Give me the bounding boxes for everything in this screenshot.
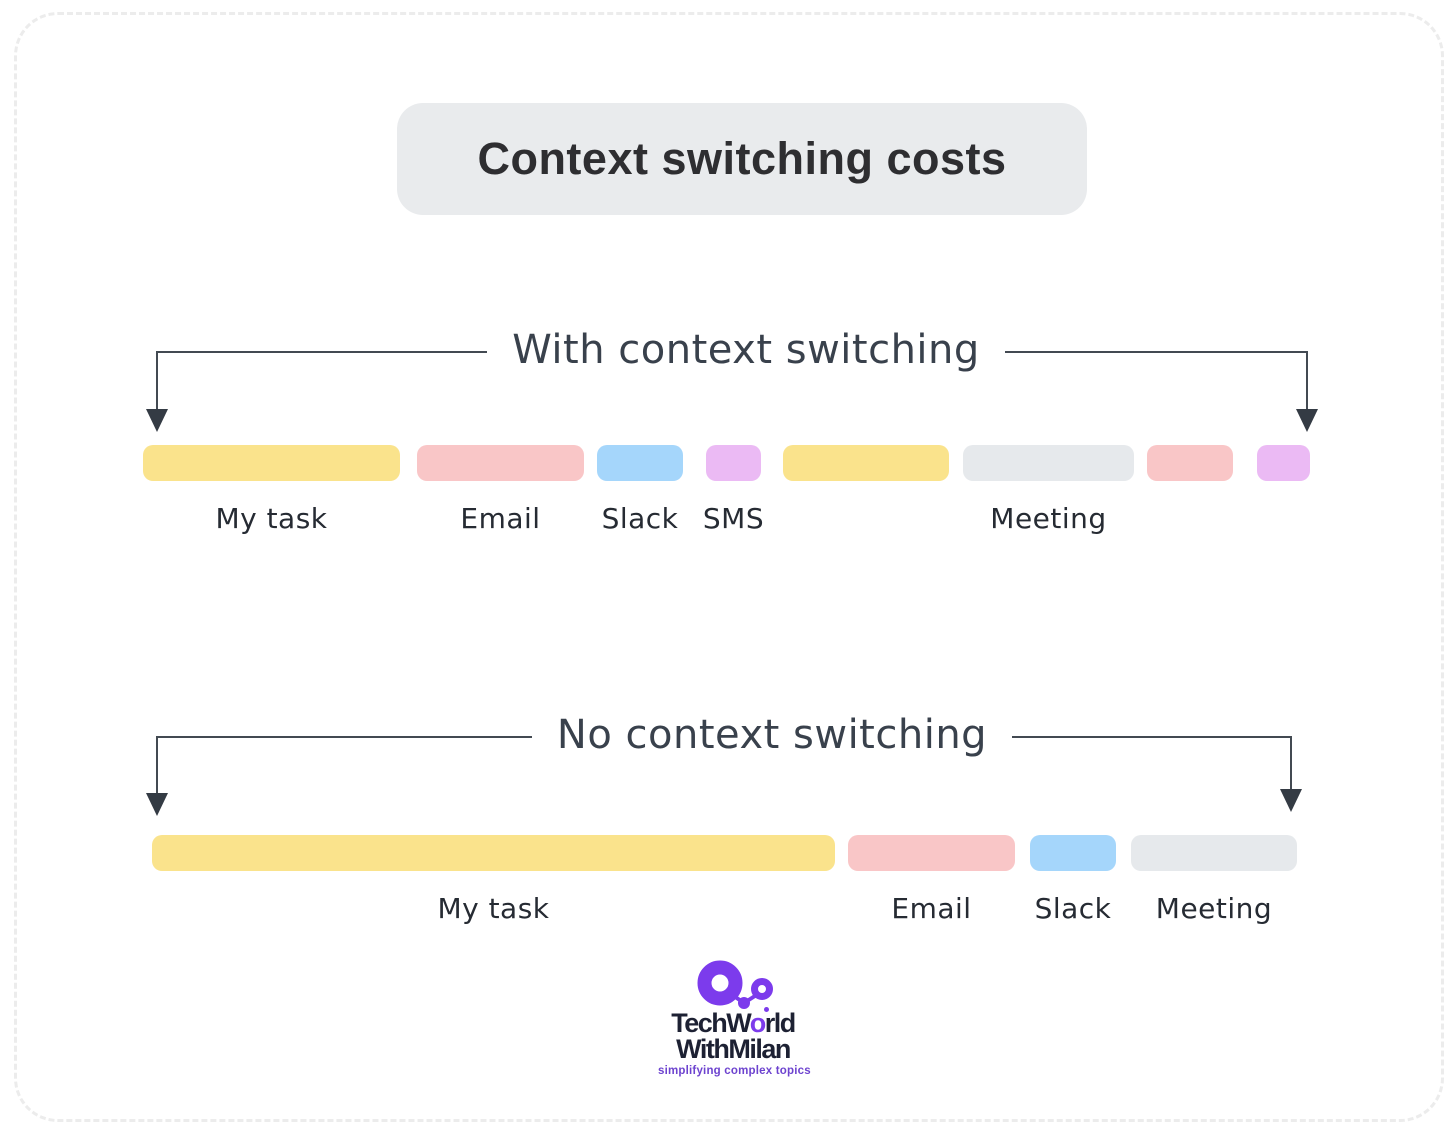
timeline-bar-pink bbox=[1147, 445, 1233, 481]
connector-line bbox=[156, 736, 158, 794]
bar-label-slack: Slack bbox=[601, 502, 679, 535]
connector-line bbox=[156, 351, 158, 410]
down-arrow-icon bbox=[1280, 789, 1302, 812]
logo-line-2: WithMilan bbox=[676, 1034, 791, 1064]
connector-line bbox=[1306, 351, 1308, 410]
timeline-bar-slack bbox=[597, 445, 683, 481]
logo-text: TechW bbox=[671, 1008, 751, 1038]
molecule-icon bbox=[697, 960, 773, 1009]
timeline-bar-my-task bbox=[152, 835, 835, 871]
title-pill: Context switching costs bbox=[397, 103, 1087, 215]
logo-line-1: TechWorld bbox=[658, 1008, 808, 1038]
timeline-no-context-switching: My task Email Slack Meeting bbox=[0, 835, 1456, 945]
timeline-bar-sms bbox=[706, 445, 761, 481]
timeline-bar-yellow bbox=[783, 445, 949, 481]
logo-o-glyph: o bbox=[749, 1008, 767, 1038]
timeline-bar-my-task bbox=[143, 445, 400, 481]
bar-label-my-task: My task bbox=[437, 892, 550, 925]
timeline-bar-slack bbox=[1030, 835, 1116, 871]
down-arrow-icon bbox=[146, 793, 168, 816]
connector-line bbox=[156, 351, 487, 353]
down-arrow-icon bbox=[146, 409, 168, 432]
timeline-bar-email bbox=[417, 445, 584, 481]
timeline-bar-meeting bbox=[1131, 835, 1297, 871]
timeline-bar-email bbox=[848, 835, 1015, 871]
bar-label-email: Email bbox=[460, 502, 541, 535]
page-title: Context switching costs bbox=[477, 133, 1007, 184]
bar-label-sms: SMS bbox=[702, 502, 765, 535]
bar-label-my-task: My task bbox=[215, 502, 328, 535]
bar-label-meeting: Meeting bbox=[1155, 892, 1273, 925]
connector-line bbox=[156, 736, 532, 738]
heading-with-context-switching: With context switching bbox=[512, 327, 980, 373]
down-arrow-icon bbox=[1296, 409, 1318, 432]
logo: TechWorld WithMilan simplifying complex … bbox=[658, 958, 811, 1077]
timeline-bar-purple bbox=[1257, 445, 1310, 481]
bar-label-email: Email bbox=[891, 892, 972, 925]
logo-text: rld bbox=[764, 1008, 797, 1038]
timeline-with-context-switching: My task Email Slack SMS Meeting bbox=[0, 445, 1456, 555]
connector-line bbox=[1012, 736, 1292, 738]
timeline-bar-meeting bbox=[963, 445, 1134, 481]
heading-no-context-switching: No context switching bbox=[556, 712, 988, 758]
logo-tagline: simplifying complex topics bbox=[658, 1065, 811, 1077]
connector-line bbox=[1005, 351, 1308, 353]
bar-label-meeting: Meeting bbox=[990, 502, 1107, 535]
connector-line bbox=[1290, 736, 1292, 790]
bar-label-slack: Slack bbox=[1034, 892, 1112, 925]
